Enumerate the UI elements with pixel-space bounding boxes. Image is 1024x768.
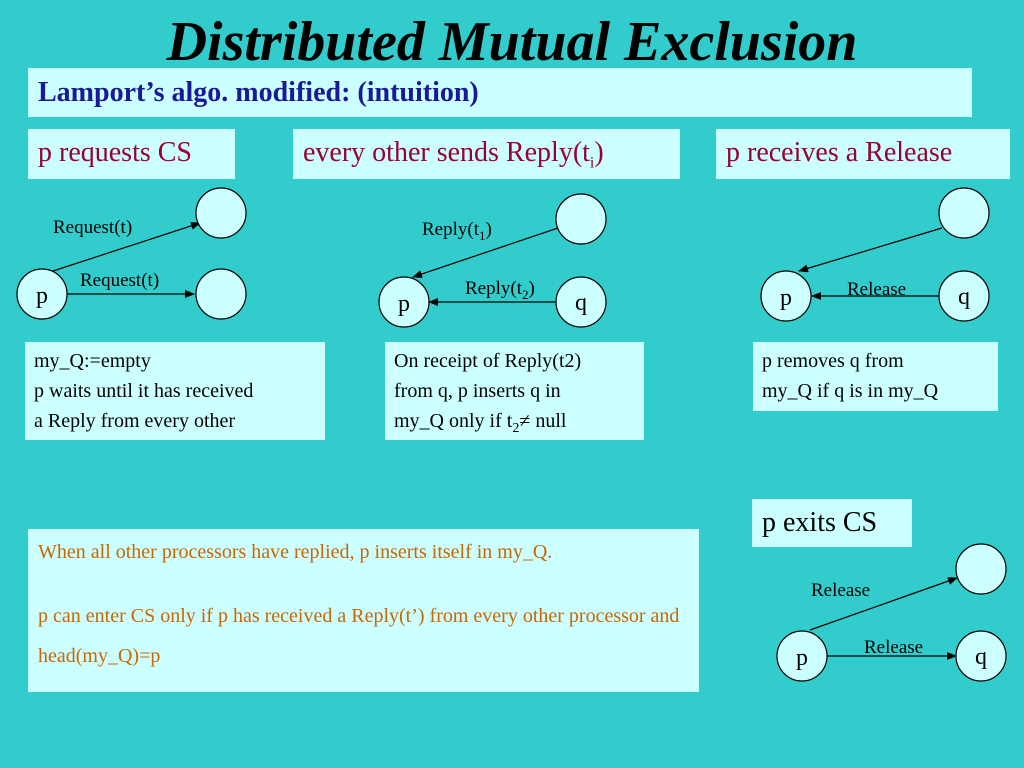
- exit-release-label-2: Release: [864, 637, 923, 658]
- release-label: Release: [847, 279, 906, 300]
- diagram-exit: p q Release Release: [776, 543, 1007, 682]
- reply-label-2: Reply(t2): [465, 278, 535, 302]
- note-reply-line: my_Q only if t2≠ null: [394, 410, 567, 436]
- request-label-2: Request(t): [80, 270, 159, 291]
- note-request-line: p waits until it has received: [34, 380, 254, 402]
- request-label-1: Request(t): [53, 217, 132, 238]
- diagram-reply: p q Reply(t1) Reply(t2): [378, 193, 607, 328]
- phase-reply-close: ): [594, 137, 604, 168]
- node-p: [16, 268, 68, 320]
- reply-label-1: Reply(t1): [422, 219, 492, 243]
- node-q: [955, 630, 1007, 682]
- note-release-line: p removes q from: [762, 350, 904, 372]
- node-other: [555, 193, 607, 245]
- note-release-line: my_Q if q is in my_Q: [762, 380, 939, 402]
- node-q-label: q: [575, 290, 587, 316]
- subtitle-box: Lamport’s algo. modified: (intuition): [28, 68, 972, 117]
- summary-line-2: p can enter CS only if p has received a …: [38, 605, 680, 667]
- exit-release-label-1: Release: [811, 580, 870, 601]
- node-q-label: q: [975, 644, 987, 670]
- node-other: [195, 268, 247, 320]
- exit-release-arrow-1: [809, 577, 958, 631]
- diagram-release: p q Release: [760, 187, 990, 322]
- reply-arrow-1: [412, 227, 559, 278]
- summary-box: When all other processors have replied, …: [28, 529, 699, 692]
- node-p-label: p: [796, 645, 808, 671]
- slide-title: Distributed Mutual Exclusion: [166, 11, 858, 73]
- node-p-label: p: [36, 283, 48, 309]
- node-p: [378, 276, 430, 328]
- node-q-label: q: [958, 284, 970, 310]
- node-p: [776, 630, 828, 682]
- phase-reply-subscript: i: [589, 154, 595, 172]
- phase-release-label: p receives a Release: [716, 129, 1010, 179]
- note-request-line: my_Q:=empty: [34, 350, 151, 372]
- summary-line-1: When all other processors have replied, …: [38, 541, 553, 563]
- node-other: [195, 187, 247, 239]
- request-arrow-1: [49, 221, 201, 273]
- node-q: [938, 270, 990, 322]
- phase-reply-text: every other sends Reply(t: [303, 137, 590, 168]
- note-request: my_Q:=empty p waits until it has receive…: [25, 342, 325, 440]
- phase-reply-label: every other sends Reply(ti): [293, 129, 680, 179]
- note-request-line: a Reply from every other: [34, 410, 236, 432]
- note-reply-line: On receipt of Reply(t2): [394, 350, 582, 372]
- node-other: [955, 543, 1007, 595]
- node-p-label: p: [780, 285, 792, 311]
- phase-exit-label: p exits CS: [752, 499, 912, 547]
- diagram-request: p Request(t) Request(t): [16, 187, 247, 320]
- note-reply: On receipt of Reply(t2) from q, p insert…: [385, 342, 644, 440]
- note-reply-line: from q, p inserts q in: [394, 380, 561, 402]
- phase-request-label: p requests CS: [28, 129, 235, 179]
- node-q: [555, 276, 607, 328]
- node-p: [760, 270, 812, 322]
- note-release: p removes q from my_Q if q is in my_Q: [753, 342, 998, 411]
- release-arrow-1: [798, 227, 943, 273]
- node-p-label: p: [398, 291, 410, 317]
- node-other: [938, 187, 990, 239]
